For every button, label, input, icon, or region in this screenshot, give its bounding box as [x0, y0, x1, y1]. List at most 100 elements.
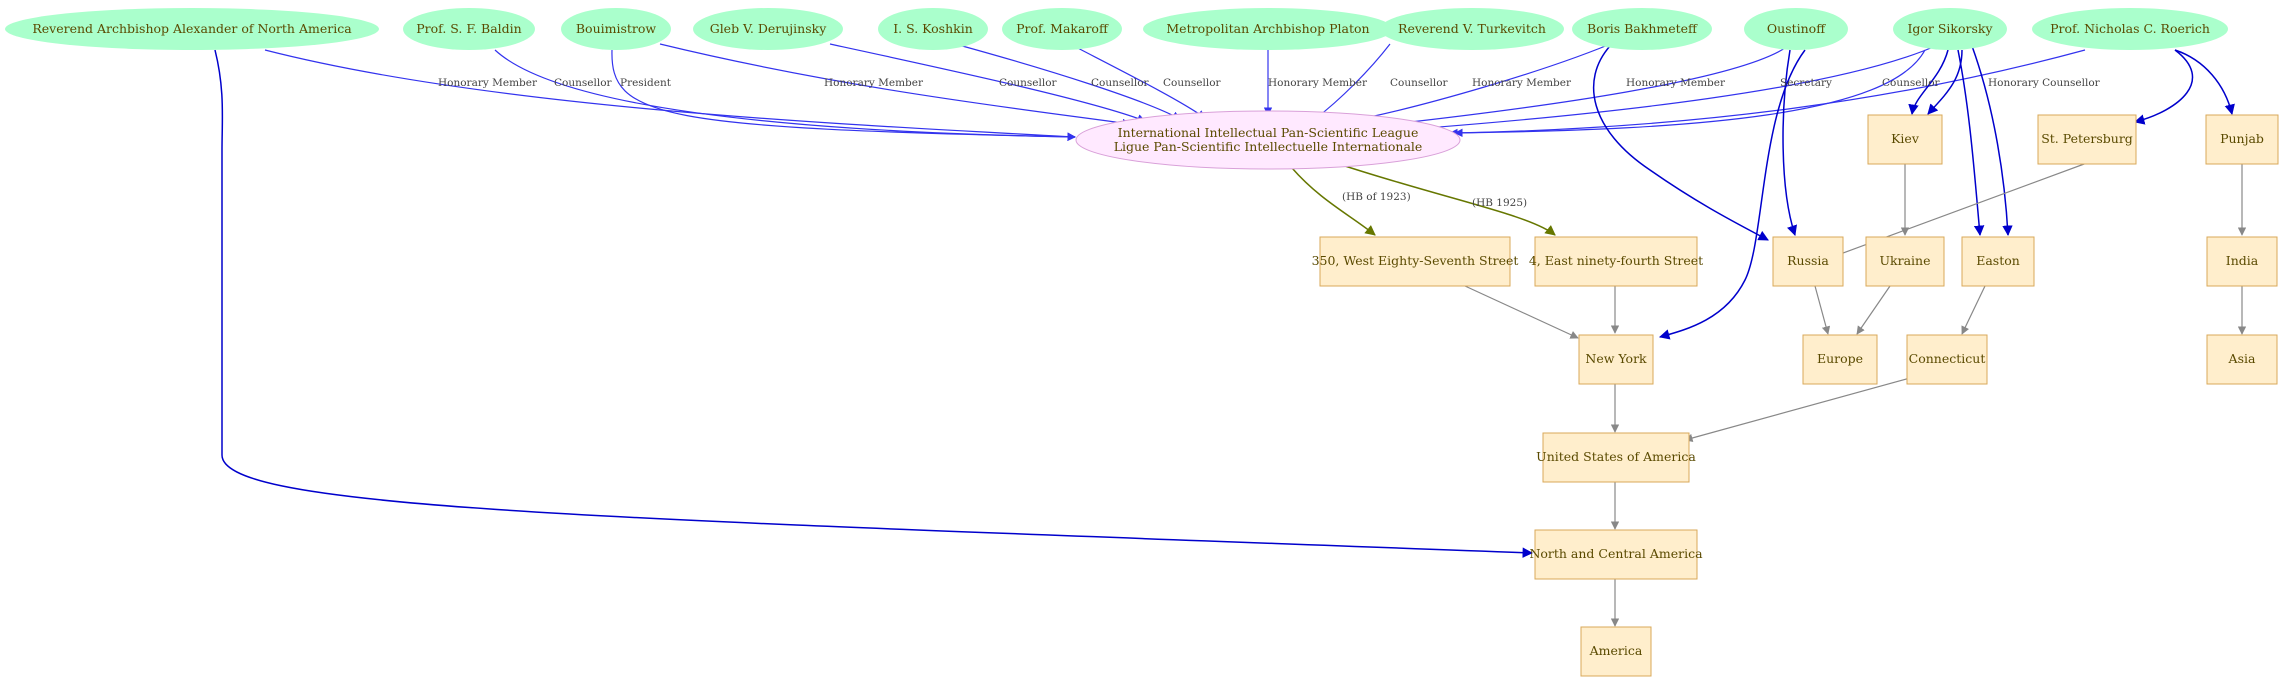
- edge-alexander-nca: [214, 49, 1534, 558]
- place-node[interactable]: St. Petersburg: [2037, 114, 2137, 165]
- person-node[interactable]: Reverend Archbishop Alexander of North A…: [5, 8, 379, 50]
- person-label: Metropolitan Archbishop Platon: [1166, 21, 1369, 36]
- edge-ukraine-europe: [1856, 285, 1891, 335]
- place-label: Europe: [1817, 351, 1863, 366]
- person-node[interactable]: I. S. Koshkin: [878, 8, 988, 50]
- edge-sikorsky-easton-b: [1971, 45, 2013, 237]
- person-label: Igor Sikorsky: [1907, 21, 1993, 36]
- person-node[interactable]: Boris Bakhmeteff: [1572, 8, 1712, 50]
- edge-label-baldin: Counsellor: [554, 77, 613, 89]
- place-node[interactable]: Asia: [2206, 334, 2278, 385]
- place-node[interactable]: India: [2206, 236, 2278, 287]
- edge-label-makaroff-b: Counsellor: [1163, 77, 1222, 89]
- place-label: Connecticut: [1909, 351, 1986, 366]
- place-label: United States of America: [1536, 449, 1696, 464]
- edge-oustinoff-russia: [1782, 49, 1797, 236]
- person-node[interactable]: Prof. S. F. Baldin: [403, 8, 535, 50]
- place-label: Punjab: [2220, 131, 2264, 146]
- edge-league-w87: [1291, 167, 1376, 236]
- edge-derujinsky-league: [659, 43, 1131, 128]
- place-label: St. Petersburg: [2041, 131, 2133, 146]
- person-label: Prof. Nicholas C. Roerich: [2050, 21, 2210, 36]
- person-label: Gleb V. Derujinsky: [710, 21, 828, 36]
- person-node[interactable]: Bouimistrow: [561, 8, 671, 50]
- edge-koshkin-league: [829, 43, 1146, 123]
- place-node[interactable]: North and Central America: [1529, 529, 1703, 580]
- place-node[interactable]: Punjab: [2205, 114, 2279, 165]
- edge-label-hb1925: (HB 1925): [1472, 197, 1527, 209]
- organization-node[interactable]: International Intellectual Pan-Scientifi…: [1075, 110, 1461, 170]
- membership-edges: [264, 39, 2086, 142]
- edge-sikorsky-league-a: [1399, 43, 1941, 134]
- hierarchy-edges: [1464, 159, 2247, 627]
- edge-sikorsky-kiev-b: [1927, 49, 1963, 115]
- place-node[interactable]: 350, West Eighty-Seventh Street: [1312, 236, 1519, 287]
- place-label: America: [1589, 643, 1643, 658]
- person-node[interactable]: Igor Sikorsky: [1893, 8, 2007, 50]
- person-node[interactable]: Metropolitan Archbishop Platon: [1143, 8, 1393, 50]
- edge-baldin-league: [494, 49, 1076, 142]
- place-label: New York: [1585, 351, 1647, 366]
- edge-bakhmeteff-russia: [1592, 45, 1769, 241]
- place-node[interactable]: America: [1580, 626, 1652, 677]
- edge-makaroff-league-b: [1069, 43, 1206, 119]
- edge-sikorsky-league-b: [1449, 49, 1926, 138]
- person-label: Reverend Archbishop Alexander of North A…: [32, 21, 352, 36]
- edge-roerich-stpetersburg: [2133, 49, 2194, 125]
- person-label: Reverend V. Turkevitch: [1398, 21, 1546, 36]
- person-node[interactable]: Prof. Makaroff: [1002, 8, 1122, 50]
- organization-name: International Intellectual Pan-Scientifi…: [1118, 125, 1419, 140]
- edge-label-bakhmeteff: Honorary Member: [1472, 77, 1572, 89]
- people-nodes: Reverend Archbishop Alexander of North A…: [5, 8, 2228, 50]
- place-node[interactable]: Ukraine: [1865, 236, 1945, 287]
- edge-label-sikorsky: Counsellor: [1882, 77, 1941, 89]
- edge-roerich-league: [1454, 49, 2086, 138]
- place-node[interactable]: Europe: [1802, 334, 1878, 385]
- place-node[interactable]: New York: [1578, 334, 1654, 385]
- edge-alexander-league: [264, 49, 1076, 141]
- place-label: Ukraine: [1880, 253, 1931, 268]
- person-label: Prof. Makaroff: [1016, 21, 1109, 36]
- place-edges: [214, 45, 2235, 558]
- place-label: Russia: [1787, 253, 1829, 268]
- address-edges: [1291, 165, 1556, 236]
- place-nodes: 350, West Eighty-Seventh Street 4, East …: [1312, 114, 2279, 677]
- edge-easton-connecticut: [1961, 285, 1986, 335]
- place-node[interactable]: Russia: [1772, 236, 1844, 287]
- person-node[interactable]: Reverend V. Turkevitch: [1380, 8, 1564, 50]
- place-label: India: [2226, 253, 2259, 268]
- edge-bouimistrow-league: [611, 49, 1076, 142]
- edge-sikorsky-kiev-a: [1908, 49, 1949, 116]
- place-label: 350, West Eighty-Seventh Street: [1312, 253, 1519, 268]
- place-node[interactable]: Kiev: [1867, 114, 1943, 165]
- edge-label-roerich: Honorary Counsellor: [1988, 77, 2101, 89]
- edge-roerich-punjab: [2174, 49, 2235, 116]
- edge-label-alexander: Honorary Member: [438, 77, 538, 89]
- edge-label-turkevitch: Counsellor: [1390, 77, 1449, 89]
- edge-league-e94: [1344, 165, 1556, 236]
- edge-label-makaroff-a: Counsellor: [1091, 77, 1150, 89]
- place-node[interactable]: Connecticut: [1906, 334, 1988, 385]
- place-label: Kiev: [1891, 131, 1920, 146]
- edge-label-oustinoff-a: Honorary Member: [1626, 77, 1726, 89]
- edge-makaroff-league: [954, 43, 1181, 120]
- person-node[interactable]: Oustinoff: [1744, 8, 1848, 50]
- place-node[interactable]: 4, East ninety-fourth Street: [1529, 236, 1703, 287]
- person-node[interactable]: Gleb V. Derujinsky: [693, 8, 843, 50]
- edge-russia-europe: [1814, 285, 1831, 335]
- edge-connecticut-usa: [1684, 377, 1911, 443]
- person-node[interactable]: Prof. Nicholas C. Roerich: [2032, 8, 2228, 50]
- edge-label-derujinsky: Honorary Member: [824, 77, 924, 89]
- edge-label-platon: Honorary Member: [1268, 77, 1368, 89]
- person-label: Bouimistrow: [576, 21, 657, 36]
- edge-label-koshkin: Counsellor: [999, 77, 1058, 89]
- place-node[interactable]: Easton: [1961, 236, 2035, 287]
- edge-labels: Honorary Member Counsellor President Hon…: [438, 77, 2101, 209]
- edge-label-oustinoff-b: Secretary: [1780, 77, 1832, 89]
- organization-name-alt: Ligue Pan-Scientific Intellectuelle Inte…: [1114, 139, 1423, 154]
- edge-oustinoff-league: [1374, 39, 1796, 130]
- place-node[interactable]: United States of America: [1536, 432, 1696, 483]
- person-label: I. S. Koshkin: [893, 21, 973, 36]
- edge-w87-newyork: [1464, 285, 1579, 339]
